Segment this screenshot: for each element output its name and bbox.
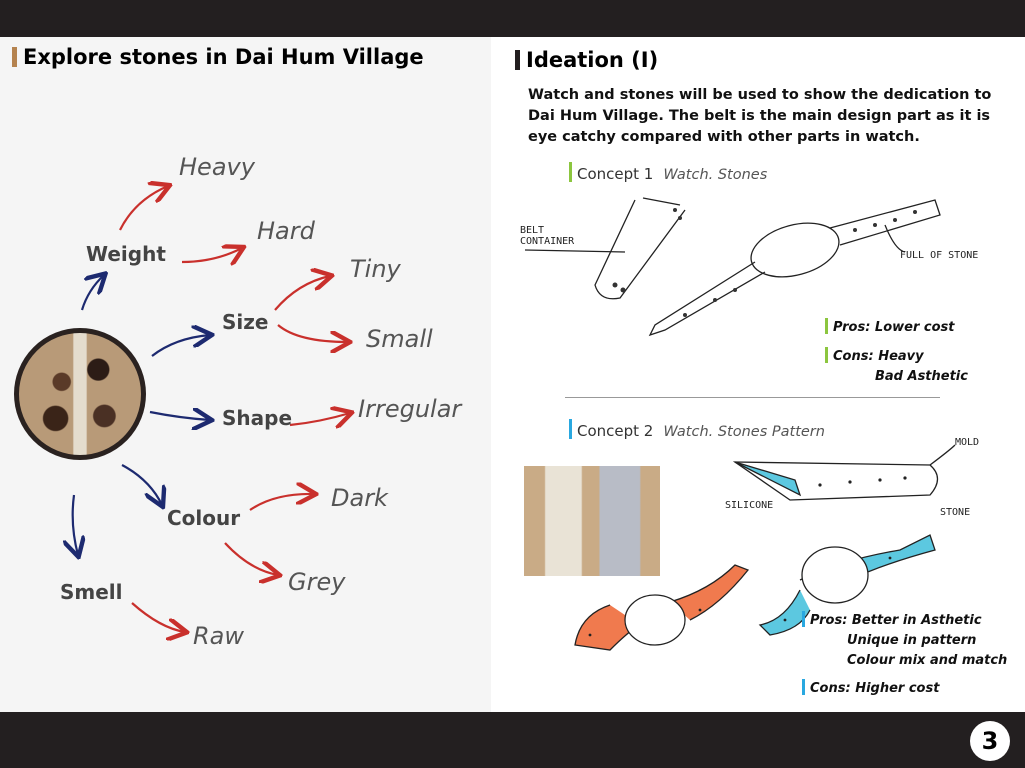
description: Watch and stones will be used to show th… [528,87,992,145]
category-weight: Weight [86,242,166,266]
concept2-pros-text-3: Colour mix and match [847,653,1008,668]
category-size: Size [222,310,269,334]
left-title: Explore stones in Dai Hum Village [12,45,424,69]
attribute-heavy: Heavy [179,153,255,181]
arrow-to-weight [80,275,104,311]
arrow-to-small [277,324,348,342]
top-bar [0,0,1025,37]
attribute-tiny: Tiny [350,255,401,283]
cons-bar [825,347,828,363]
mindmap-arrows [0,0,491,712]
sketch-label-mold: MOLD [955,437,980,448]
cons-bar [802,679,805,695]
concept1-subtitle: Watch. Stones [663,167,768,183]
attribute-hard: Hard [257,217,315,245]
sketch-label-full-of-stone: FULL OF STONE [900,250,979,261]
category-shape: Shape [222,406,293,430]
concept2-cons-text: Cons: Higher cost [810,681,940,696]
concept2-heading: Concept 2 Watch. Stones Pattern [569,419,825,440]
left-title-text: Explore stones in Dai Hum Village [23,45,424,69]
attribute-dark: Dark [331,484,388,512]
concept1-sketch [524,197,941,337]
divider [565,397,940,398]
title-bar [515,50,520,70]
arrow-to-size [151,335,210,357]
concept2-label: Concept 2 [577,422,654,440]
page-number: 3 [970,721,1010,761]
concept1-pros: Pros: Lower cost [825,318,955,338]
concept2-sketch [574,444,956,651]
right-title: Ideation (I) [515,48,658,72]
concept1-heading: Concept 1 Watch. Stones [569,162,767,183]
mold-photo [524,466,660,576]
concept2-bar [569,419,572,439]
attribute-small: Small [366,325,433,353]
category-smell: Smell [60,580,123,604]
concept1-cons-text: Cons: Heavy [833,349,924,364]
arrow-to-smell [73,494,78,555]
bottom-bar [0,712,1025,768]
arrow-to-heavy [119,186,168,231]
concept2-pros-text-2: Unique in pattern [847,633,977,648]
arrow-to-irregular [289,413,350,425]
arrow-to-dark [249,494,314,511]
arrow-to-raw [131,602,185,632]
concept1-cons-text-2: Bad Asthetic [875,369,968,384]
concept1-label: Concept 1 [577,165,654,183]
arrow-to-colour [121,464,162,505]
arrow-to-grey [224,542,278,575]
concept1-bar [569,162,572,182]
sketch-label-belt-container: BELT CONTAINER [520,225,575,247]
title-accent-bar [12,47,17,67]
concept1-pros-text: Pros: Lower cost [833,320,955,335]
pros-bar [802,611,805,627]
arrow-to-hard [181,248,242,262]
attribute-grey: Grey [288,568,346,596]
right-title-text: Ideation (I) [526,48,659,72]
stones-photo [14,328,146,460]
sketch-label-silicone: SILICONE [725,500,774,511]
concept2-pros-text: Pros: Better in Asthetic [810,613,982,628]
concept2-cons: Cons: Higher cost [802,679,939,699]
attribute-raw: Raw [193,622,245,650]
arrow-to-shape [149,412,210,420]
category-colour: Colour [167,506,241,530]
pros-bar [825,318,828,334]
attribute-irregular: Irregular [358,395,462,423]
arrow-to-tiny [274,276,330,311]
concept2-subtitle: Watch. Stones Pattern [663,424,825,440]
sketch-label-stone: STONE [940,507,971,518]
